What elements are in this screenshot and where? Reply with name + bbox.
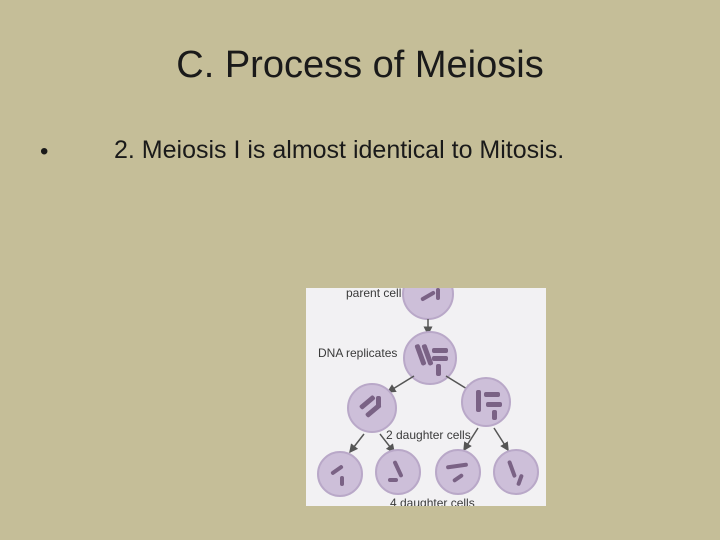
label-parent-cell: parent cell [346,288,402,300]
arrow-left-1 [386,375,415,393]
label-2-daughter-cells: 2 daughter cells [386,428,471,442]
granddaughter-cell-4 [493,449,539,495]
arrow-down-right-2 [379,433,395,454]
daughter-cell-left [347,383,397,433]
daughter-cell-right [461,377,511,427]
meiosis-diagram-graphic [317,288,539,497]
parent-cell [402,288,454,320]
arrow-down-right-3 [493,427,509,452]
granddaughter-cell-3 [435,449,481,495]
arrow-down-left-2 [349,433,365,454]
replicated-cell [403,331,457,385]
granddaughter-cell-1 [317,451,363,497]
meiosis-diagram: parent cell DNA replicates 2 daughter ce… [306,288,546,506]
label-4-daughter-cells: 4 daughter cells [390,496,475,506]
label-dna-replicates: DNA replicates [318,346,398,360]
bullet-text: 2. Meiosis I is almost identical to Mito… [114,136,565,164]
arrow-down-left-3 [463,427,479,452]
slide-title: C. Process of Meiosis [176,44,544,86]
granddaughter-cell-2 [375,449,421,495]
bullet-marker: • [40,138,49,165]
bullet-item: • 2. Meiosis I is almost identical to Mi… [40,136,700,172]
